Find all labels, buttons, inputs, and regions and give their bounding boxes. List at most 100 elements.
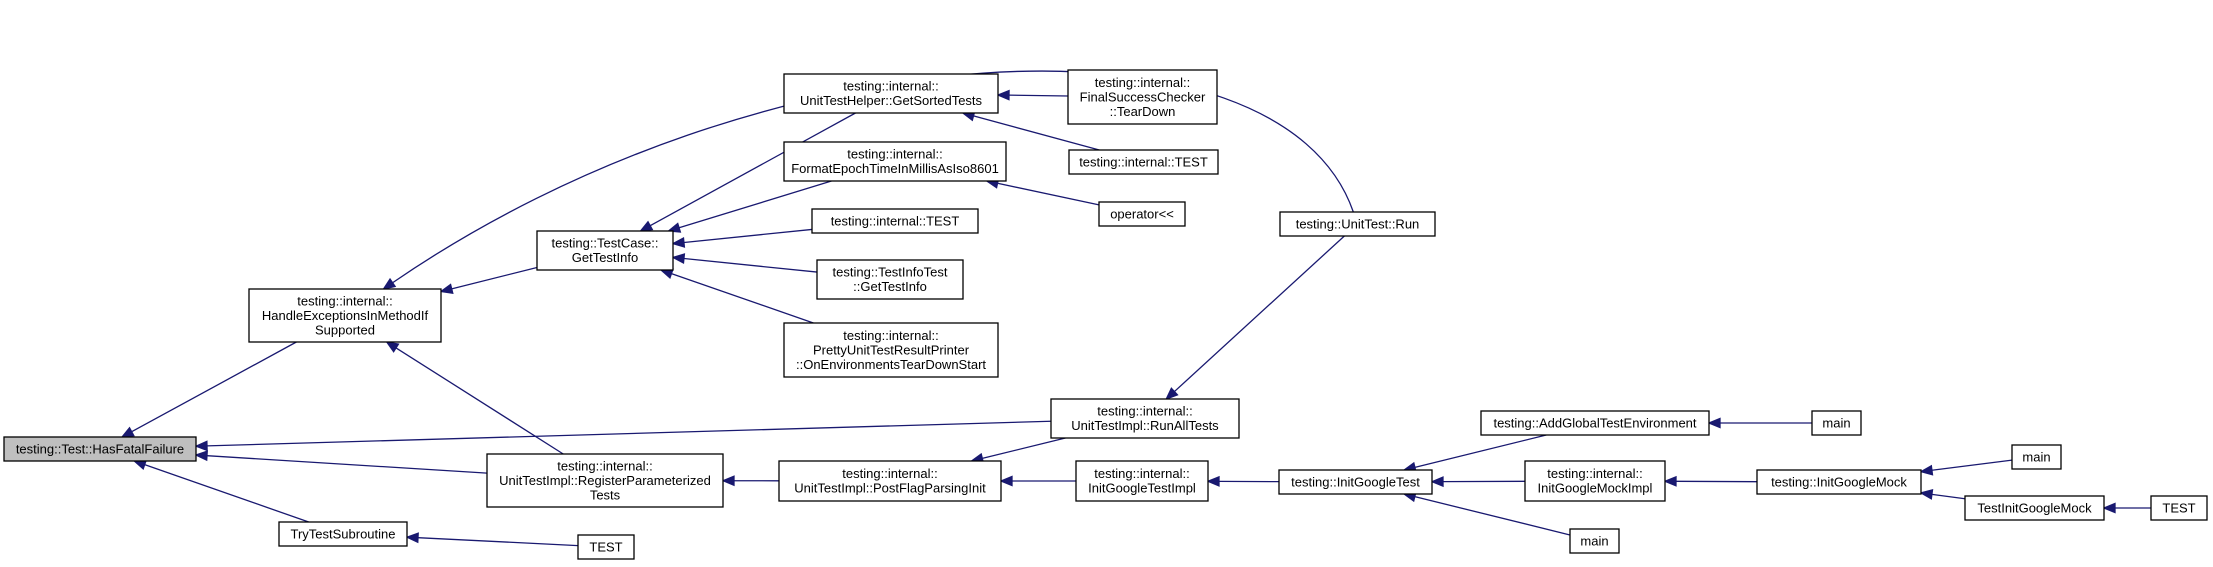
node-run-all-tests[interactable]: testing::internal::UnitTestImpl::RunAllT… — [1050, 398, 1240, 439]
node-box[interactable] — [2011, 444, 2062, 470]
node-box[interactable] — [1050, 398, 1240, 439]
node-test[interactable]: TEST — [577, 534, 635, 560]
node-box[interactable] — [1569, 528, 1620, 554]
node-format-epoch-time-in-millis[interactable]: testing::internal::FormatEpochTimeInMill… — [783, 141, 1007, 182]
node-label: testing::TestCase:: — [552, 236, 659, 251]
node-add-global-test-environment[interactable]: testing::AddGlobalTestEnvironment — [1480, 410, 1710, 436]
node-unit-test-run[interactable]: testing::UnitTest::Run — [1279, 211, 1436, 237]
node-label: testing::internal:: — [1097, 404, 1192, 419]
edge-init-google-mock-to-init-google-mock-impl — [1663, 475, 1758, 487]
node-label: ::OnEnvironmentsTearDownStart — [796, 357, 986, 372]
node-pretty-printer-on-environments-tear-down-start[interactable]: testing::internal::PrettyUnitTestResultP… — [783, 322, 999, 378]
edge-line — [1008, 94, 1069, 97]
node-get-sorted-tests[interactable]: testing::internal::UnitTestHelper::GetSo… — [783, 73, 999, 114]
node-label: UnitTestImpl::PostFlagParsingInit — [794, 481, 986, 496]
node-label: GetTestInfo — [572, 250, 638, 265]
node-label: TEST — [589, 539, 622, 554]
node-label: testing::InitGoogleMock — [1771, 474, 1907, 489]
node-box[interactable] — [1811, 410, 1862, 436]
node-handle-exceptions-in-method-if-supported[interactable]: testing::internal::HandleExceptionsInMet… — [248, 288, 442, 343]
node-try-test-subroutine[interactable]: TryTestSubroutine — [278, 521, 408, 547]
edge-arrowhead — [1663, 475, 1677, 487]
node-box[interactable] — [783, 141, 1007, 182]
node-internal-test-2[interactable]: testing::internal::TEST — [1068, 149, 1219, 175]
edge-line — [1414, 496, 1571, 536]
edge-arrowhead — [1919, 464, 1934, 476]
edge-arrowhead — [721, 475, 735, 487]
node-has-fatal-failure[interactable]: testing::Test::HasFatalFailure — [3, 436, 197, 462]
node-init-google-mock[interactable]: testing::InitGoogleMock — [1756, 469, 1922, 495]
edge-get-sorted-tests-to-test-case-get-test-info — [639, 112, 856, 232]
node-test-info-test-get-test-info[interactable]: testing::TestInfoTest::GetTestInfo — [816, 259, 964, 300]
node-box[interactable] — [783, 322, 999, 378]
node-register-parameterized-tests[interactable]: testing::internal::UnitTestImpl::Registe… — [486, 453, 724, 508]
node-label: TestInitGoogleMock — [1977, 500, 2092, 515]
node-box[interactable] — [1756, 469, 1922, 495]
node-init-google-test[interactable]: testing::InitGoogleTest — [1278, 469, 1433, 495]
node-init-google-mock-impl[interactable]: testing::internal::InitGoogleMockImpl — [1524, 460, 1666, 502]
node-box[interactable] — [536, 230, 674, 271]
node-main-3[interactable]: main — [2011, 444, 2062, 470]
node-main[interactable]: main — [1811, 410, 1862, 436]
edge-operator-lshift-to-format-epoch-time-in-millis — [985, 178, 1100, 206]
node-label: testing::internal:: — [557, 458, 652, 473]
node-box[interactable] — [1068, 149, 1219, 175]
edge-arrowhead — [385, 341, 400, 353]
node-label: testing::internal::TEST — [831, 213, 960, 228]
edge-line — [451, 266, 538, 290]
node-test-2[interactable]: TEST — [2150, 495, 2208, 521]
node-label: main — [2022, 449, 2050, 464]
node-test-init-google-mock[interactable]: TestInitGoogleMock — [1964, 495, 2105, 521]
node-init-google-test-impl[interactable]: testing::internal::InitGoogleTestImpl — [1075, 460, 1209, 502]
edge-line — [144, 464, 309, 523]
node-box[interactable] — [783, 73, 999, 114]
edge-handle-exceptions-in-method-if-supported-to-has-fatal-failure — [120, 341, 297, 438]
node-label: FinalSuccessChecker — [1080, 89, 1206, 104]
edge-line — [1414, 434, 1547, 469]
node-label: FormatEpochTimeInMillisAsIso8601 — [791, 161, 999, 176]
edge-line — [1931, 459, 2013, 471]
edge-line — [678, 180, 832, 229]
node-box[interactable] — [1480, 410, 1710, 436]
edge-unit-test-run-to-run-all-tests — [1165, 235, 1345, 401]
node-label: testing::TestInfoTest — [833, 265, 948, 280]
edge-line — [206, 420, 1052, 447]
edge-test-to-try-test-subroutine — [405, 532, 579, 547]
node-test-case-get-test-info[interactable]: testing::TestCase::GetTestInfo — [536, 230, 674, 271]
node-box[interactable] — [1964, 495, 2105, 521]
node-box[interactable] — [811, 208, 979, 234]
node-box[interactable] — [1279, 211, 1436, 237]
edge-line — [649, 112, 856, 227]
node-box[interactable] — [486, 453, 724, 508]
node-label: Tests — [590, 487, 621, 502]
node-box[interactable] — [1524, 460, 1666, 502]
node-box[interactable] — [1067, 69, 1218, 125]
node-box[interactable] — [1098, 201, 1186, 227]
edge-init-google-test-impl-to-post-flag-parsing-init — [999, 475, 1076, 487]
node-internal-test[interactable]: testing::internal::TEST — [811, 208, 979, 234]
edge-arrowhead — [666, 222, 682, 233]
node-box[interactable] — [2150, 495, 2208, 521]
node-box[interactable] — [778, 460, 1002, 502]
edge-test-2-to-test-init-google-mock — [2102, 502, 2151, 514]
edge-arrowhead — [132, 459, 148, 471]
edge-arrowhead — [1206, 475, 1220, 487]
node-box[interactable] — [1075, 460, 1209, 502]
node-box[interactable] — [248, 288, 442, 343]
edge-line — [395, 347, 564, 455]
node-main-2[interactable]: main — [1569, 528, 1620, 554]
edge-test-init-google-mock-to-init-google-mock — [1919, 489, 1966, 500]
node-operator-lshift[interactable]: operator<< — [1098, 201, 1186, 227]
node-box[interactable] — [278, 521, 408, 547]
node-post-flag-parsing-init[interactable]: testing::internal::UnitTestImpl::PostFla… — [778, 460, 1002, 502]
edge-arrowhead — [1165, 387, 1179, 401]
node-box[interactable] — [577, 534, 635, 560]
edge-internal-test-to-test-case-get-test-info — [671, 228, 813, 248]
edge-arrowhead — [1430, 476, 1444, 488]
nodes-layer: testing::Test::HasFatalFailuretesting::i… — [3, 69, 2208, 560]
node-box[interactable] — [816, 259, 964, 300]
node-box[interactable] — [1278, 469, 1433, 495]
node-box[interactable] — [3, 436, 197, 462]
node-final-success-checker-tear-down[interactable]: testing::internal::FinalSuccessChecker::… — [1067, 69, 1218, 125]
edge-try-test-subroutine-to-has-fatal-failure — [132, 459, 309, 523]
